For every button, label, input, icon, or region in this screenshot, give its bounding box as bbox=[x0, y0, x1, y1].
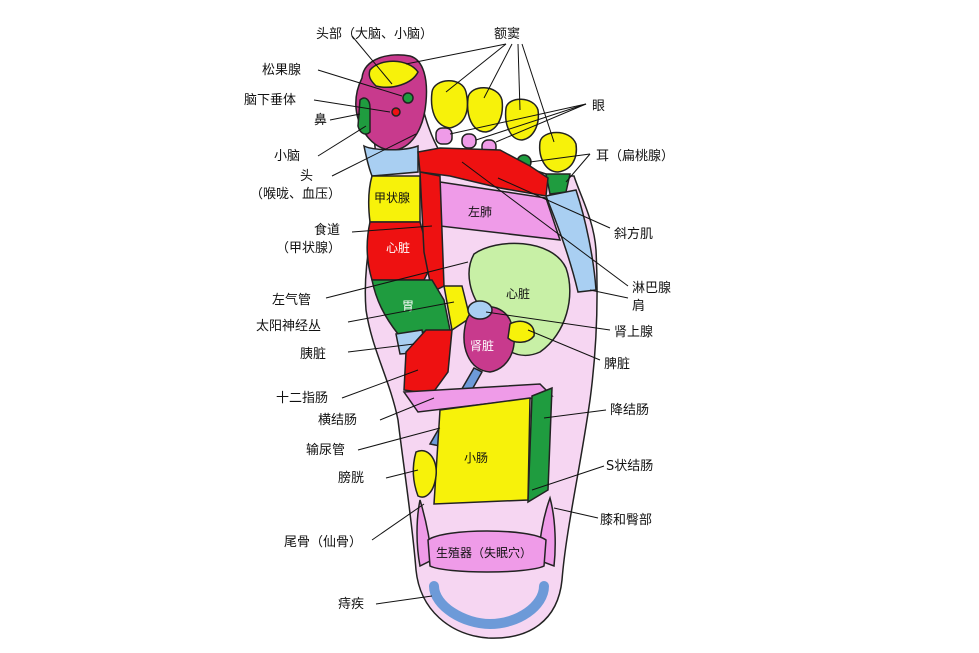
spleen-zone bbox=[507, 320, 535, 343]
label-head: 头部（大脑、小脑） bbox=[316, 27, 433, 42]
zone-thyroid: 甲状腺 bbox=[374, 191, 410, 205]
descending-colon bbox=[527, 386, 553, 504]
label-solar-plexus: 太阳神经丛 bbox=[256, 319, 321, 334]
label-ear: 耳（扁桃腺） bbox=[596, 149, 674, 164]
label-sinus: 额窦 bbox=[494, 27, 520, 42]
lymph-strip bbox=[544, 189, 597, 293]
toe-3 bbox=[466, 87, 504, 133]
label-cerebellum: 小脑 bbox=[274, 149, 300, 164]
label-knee-hip: 膝和臀部 bbox=[600, 513, 652, 528]
bladder-zone bbox=[412, 449, 437, 498]
label-eye: 眼 bbox=[592, 99, 605, 114]
pineal-dot bbox=[402, 92, 414, 104]
big-toe-green bbox=[357, 97, 371, 135]
adrenal-zone bbox=[467, 300, 493, 320]
zone-heart-left: 心脏 bbox=[386, 240, 410, 255]
toe-2 bbox=[430, 80, 469, 129]
label-nose: 鼻 bbox=[314, 112, 327, 128]
reproductive-zone bbox=[427, 530, 547, 573]
label-hemorrhoids: 痔疾 bbox=[338, 596, 364, 612]
label-adrenal: 肾上腺 bbox=[614, 325, 653, 340]
label-esophagus-b: （甲状腺） bbox=[276, 241, 341, 256]
big-toe-tip-yellow bbox=[368, 60, 419, 88]
label-pineal: 松果腺 bbox=[262, 63, 301, 78]
label-pituitary: 脑下垂体 bbox=[244, 93, 296, 108]
label-transverse-colon: 横结肠 bbox=[318, 413, 357, 428]
stomach-zone bbox=[371, 279, 451, 335]
label-sigmoid: S状结肠 bbox=[606, 459, 653, 474]
label-descending-colon: 降结肠 bbox=[610, 403, 649, 418]
label-duodenum: 十二指肠 bbox=[276, 391, 328, 406]
label-ureter: 输尿管 bbox=[306, 442, 345, 458]
label-lymph: 淋巴腺 bbox=[632, 281, 671, 296]
zone-stomach: 胃 bbox=[402, 299, 414, 313]
label-coccyx: 尾骨（仙骨） bbox=[284, 535, 362, 550]
toe-pad-1 bbox=[435, 127, 453, 145]
label-pancreas: 胰脏 bbox=[300, 347, 326, 362]
label-head2-b: （喉咙、血压） bbox=[250, 187, 341, 202]
zone-kidney: 肾脏 bbox=[470, 338, 494, 353]
hemorrhoid-arc bbox=[429, 581, 549, 630]
label-head2-a: 头 bbox=[300, 169, 313, 184]
toe-5 bbox=[538, 131, 578, 173]
zone-small-intestine: 小肠 bbox=[464, 451, 488, 465]
big-toe-neck bbox=[362, 144, 419, 177]
pituitary-dot bbox=[391, 107, 401, 117]
zone-left-lung: 左肺 bbox=[468, 204, 492, 219]
zone-reproductive: 生殖器（失眠穴） bbox=[436, 545, 532, 560]
toe-4 bbox=[504, 98, 540, 141]
label-spleen: 脾脏 bbox=[604, 357, 630, 372]
label-shoulder: 肩 bbox=[632, 298, 645, 314]
toe-pad-2 bbox=[461, 133, 477, 149]
label-trapezius: 斜方肌 bbox=[614, 226, 653, 242]
label-esophagus-a: 食道 bbox=[314, 222, 340, 238]
label-trachea: 左气管 bbox=[272, 292, 311, 308]
toe-5-green bbox=[545, 173, 571, 195]
leader-lines bbox=[313, 35, 629, 605]
trapezius-band bbox=[417, 147, 549, 197]
zone-heart-right: 心脏 bbox=[506, 286, 530, 301]
label-bladder: 膀胱 bbox=[338, 470, 364, 486]
